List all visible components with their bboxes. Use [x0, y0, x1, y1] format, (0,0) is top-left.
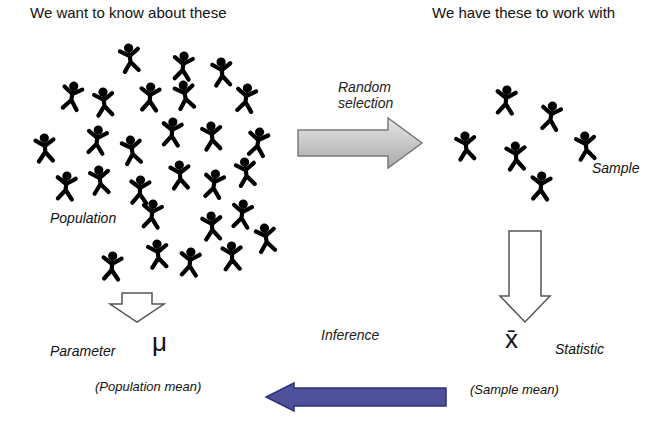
person-figure — [86, 124, 107, 154]
group-label: Sample — [592, 160, 639, 176]
down-arrow — [500, 231, 550, 322]
term-label: Parameter — [50, 343, 115, 359]
term-label: Statistic — [555, 341, 604, 357]
person-figure — [231, 198, 252, 228]
term-meaning: (Population mean) — [95, 380, 201, 395]
person-figure — [235, 156, 257, 186]
person-figure — [456, 131, 477, 160]
sample-figures — [456, 85, 597, 200]
term-meaning: (Sample mean) — [470, 383, 559, 398]
group-heading: We have these to work with — [432, 4, 615, 21]
person-figure — [94, 87, 115, 116]
person-figure — [540, 100, 562, 130]
person-figure — [140, 82, 160, 111]
person-figure — [130, 175, 149, 204]
person-figure — [202, 121, 223, 150]
person-figure — [496, 85, 516, 114]
person-figure — [61, 80, 84, 110]
person-figure — [148, 239, 169, 268]
edge-label: Random selection — [338, 79, 410, 111]
population-group: We want to know about thesePopulation — [20, 0, 292, 290]
person-figure — [575, 130, 596, 160]
person-figure — [506, 141, 526, 170]
inference-arrow — [266, 383, 446, 411]
population-figures — [35, 42, 277, 279]
person-figure — [121, 134, 143, 164]
person-figure — [35, 133, 55, 162]
group-label: Population — [50, 210, 116, 226]
person-figure — [531, 171, 551, 200]
symbol: μ — [152, 328, 167, 358]
selection-arrow — [298, 118, 422, 168]
person-figure — [212, 57, 232, 86]
person-figure — [173, 51, 194, 80]
person-figure — [142, 199, 163, 228]
down-arrow — [110, 293, 164, 322]
person-figure — [56, 171, 76, 200]
statistic-block: x̄ Statistic (Sample mean) — [450, 325, 645, 410]
person-figure — [119, 42, 141, 72]
person-figure — [170, 160, 190, 189]
person-figure — [247, 126, 269, 156]
group-heading: We want to know about these — [30, 4, 227, 21]
person-figure — [102, 251, 122, 280]
person-figure — [235, 82, 257, 112]
symbol: x̄ — [505, 325, 518, 355]
parameter-block: Parameter μ (Population mean) — [40, 325, 262, 405]
edge-label: Inference — [321, 327, 411, 343]
person-figure — [202, 211, 222, 240]
person-figure — [255, 222, 277, 252]
person-figure — [174, 79, 197, 109]
person-figure — [180, 247, 200, 276]
person-figure — [203, 168, 225, 198]
person-figure — [222, 241, 241, 270]
sample-group: We have these to work withSample — [428, 0, 652, 228]
person-figure — [89, 164, 110, 194]
person-figure — [162, 117, 182, 146]
